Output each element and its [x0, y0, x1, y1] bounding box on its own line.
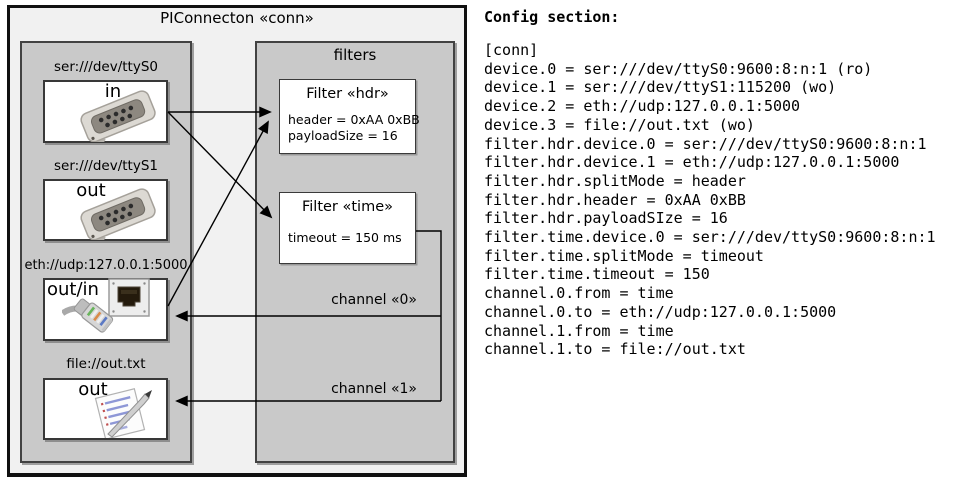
config-line: channel.0.to = eth://udp:127.0.0.1:5000 [484, 302, 837, 321]
channel-1-label: channel «1» [331, 381, 417, 397]
config-line: channel.0.from = time [484, 284, 674, 303]
config-line: filter.time.device.0 = ser:///dev/ttyS0:… [484, 228, 936, 247]
filter-time-attr-timeout: timeout = 150 ms [288, 230, 402, 245]
config-line: device.3 = file://out.txt (wo) [484, 115, 755, 134]
serial-connector-icon [80, 90, 156, 142]
ethernet-jack-icon [108, 278, 150, 317]
ethernet-cable-plug-icon [62, 298, 114, 333]
device-url-file: file://out.txt [66, 356, 146, 372]
config-line: filter.hdr.device.0 = ser:///dev/ttyS0:9… [484, 134, 927, 153]
config-line: channel.1.from = time [484, 321, 674, 340]
config-line: filter.time.timeout = 150 [484, 265, 710, 284]
config-line: filter.hdr.device.1 = eth://udp:127.0.0.… [484, 153, 900, 172]
filters-panel-title: filters [333, 46, 377, 64]
config-line: device.1 = ser:///dev/ttyS1:115200 (wo) [484, 78, 837, 97]
config-line: device.0 = ser:///dev/ttyS0:9600:8:n:1 (… [484, 59, 873, 78]
filter-hdr-title: Filter «hdr» [306, 86, 389, 102]
config-line: [conn] [484, 41, 539, 59]
config-line: channel.1.to = file://out.txt [484, 340, 746, 359]
config-line: filter.hdr.payloadSIze = 16 [484, 209, 728, 228]
device-mode-ttyS0: in [104, 81, 122, 102]
device-url-ttyS1: ser:///dev/ttyS1 [54, 158, 158, 174]
device-mode-eth: out/in [47, 279, 99, 300]
config-section-heading: Config section: [484, 8, 620, 26]
filter-time-title: Filter «time» [301, 199, 394, 215]
filter-box-time: Filter «time» timeout = 150 ms [279, 192, 416, 264]
config-line: filter.hdr.header = 0xAA 0xBB [484, 190, 746, 209]
device-mode-file: out [78, 379, 108, 400]
channel-0-label: channel «0» [331, 292, 417, 308]
device-url-ttyS0: ser:///dev/ttyS0 [54, 59, 158, 75]
device-url-eth: eth://udp:127.0.0.1:5000 [24, 258, 188, 273]
config-line: filter.time.splitMode = timeout [484, 246, 764, 265]
notepad-icon [94, 388, 152, 438]
serial-connector-icon [80, 188, 156, 240]
config-line: filter.hdr.splitMode = header [484, 171, 746, 190]
filter-hdr-attr-payloadsize: payloadSize = 16 [288, 128, 398, 143]
config-text: [conn]device.0 = ser:///dev/ttyS0:9600:8… [484, 41, 962, 359]
config-line: device.2 = eth://udp:127.0.0.1:5000 [484, 97, 801, 116]
diagram-title: PIConnecton «conn» [160, 9, 314, 27]
filter-box-hdr: Filter «hdr» header = 0xAA 0xBB payloadS… [279, 79, 420, 154]
filter-hdr-attr-header: header = 0xAA 0xBB [288, 112, 420, 127]
device-mode-ttyS1: out [76, 180, 106, 201]
